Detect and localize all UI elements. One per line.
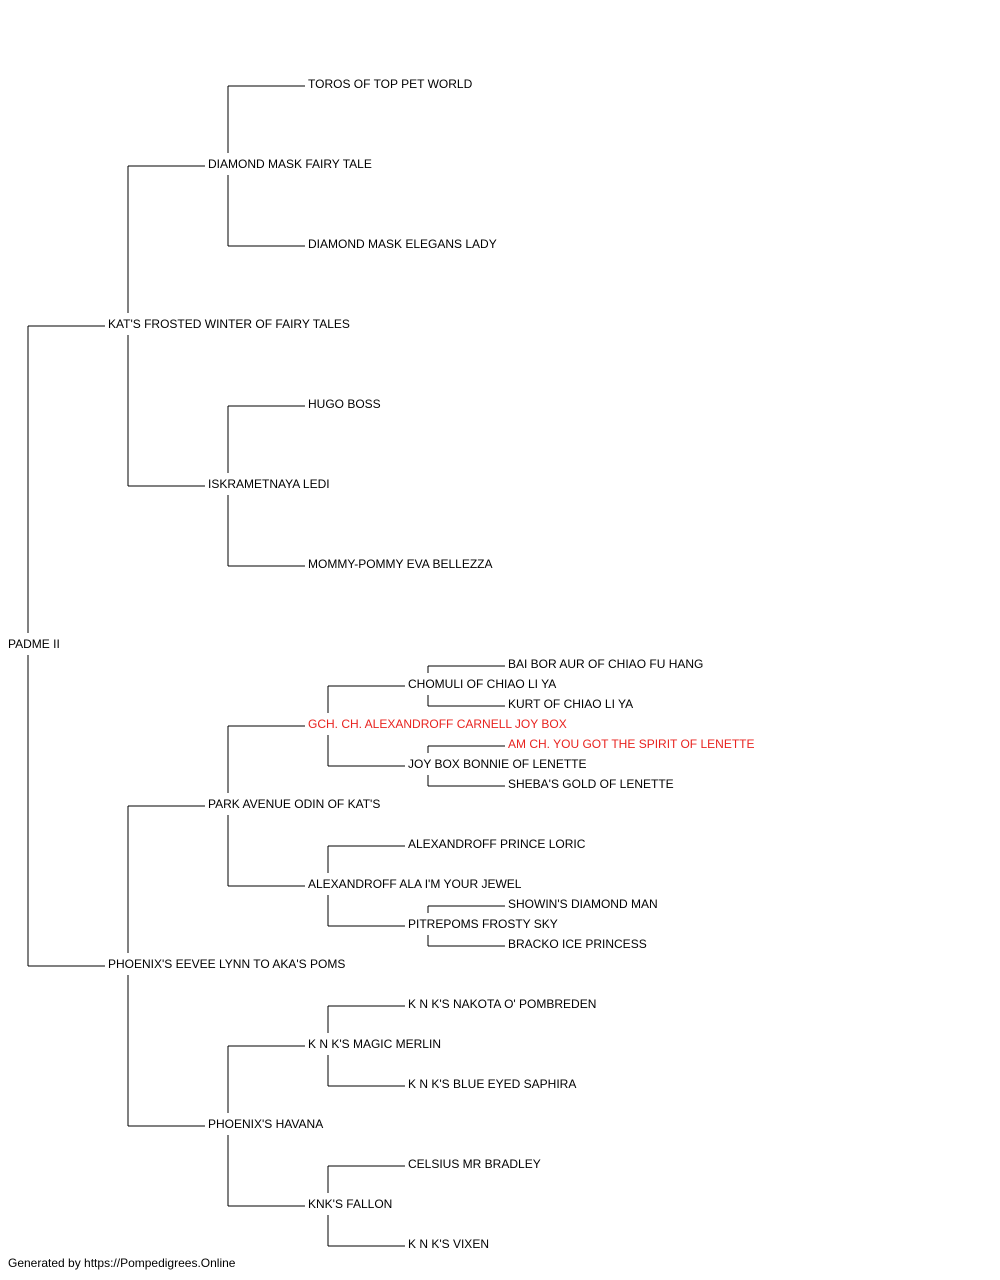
dog-name-gch-ch-alexandroff-carnell-joy-box: GCH. CH. ALEXANDROFF CARNELL JOY BOX [308,717,567,731]
dog-name-diamond-mask-elegans-lady: DIAMOND MASK ELEGANS LADY [308,237,497,251]
dog-name-park-avenue-odin-of-kat-s: PARK AVENUE ODIN OF KAT'S [208,797,380,811]
dog-name-pitrepoms-frosty-sky: PITREPOMS FROSTY SKY [408,917,558,931]
dog-name-padme-ii: PADME II [8,637,60,651]
dog-name-k-n-k-s-vixen: K N K'S VIXEN [408,1237,489,1250]
dog-name-kurt-of-chiao-li-ya: KURT OF CHIAO LI YA [508,697,633,711]
dog-name-phoenix-s-eevee-lynn-to-aka-s-poms: PHOENIX'S EEVEE LYNN TO AKA'S POMS [108,957,345,971]
dog-name-k-n-k-s-blue-eyed-saphira: K N K'S BLUE EYED SAPHIRA [408,1077,576,1091]
dog-name-bai-bor-aur-of-chiao-fu-hang: BAI BOR AUR OF CHIAO FU HANG [508,657,703,671]
dog-name-alexandroff-ala-i-m-your-jewel: ALEXANDROFF ALA I'M YOUR JEWEL [308,877,522,891]
dog-name-k-n-k-s-magic-merlin: K N K'S MAGIC MERLIN [308,1037,441,1051]
dog-name-iskrametnaya-ledi: ISKRAMETNAYA LEDI [208,477,330,491]
dog-name-toros-of-top-pet-world: TOROS OF TOP PET WORLD [308,77,473,91]
dog-name-joy-box-bonnie-of-lenette: JOY BOX BONNIE OF LENETTE [408,757,586,771]
dog-name-k-n-k-s-nakota-o-pombreden: K N K'S NAKOTA O' POMBREDEN [408,997,596,1011]
dog-name-showin-s-diamond-man: SHOWIN'S DIAMOND MAN [508,897,658,911]
dog-name-hugo-boss: HUGO BOSS [308,397,381,411]
footer-credit: Generated by https://Pompedigrees.Online [8,1256,236,1270]
dog-name-bracko-ice-princess: BRACKO ICE PRINCESS [508,937,647,951]
dog-name-alexandroff-prince-loric: ALEXANDROFF PRINCE LORIC [408,837,586,851]
dog-name-kat-s-frosted-winter-of-fairy-tales: KAT'S FROSTED WINTER OF FAIRY TALES [108,317,350,331]
dog-name-knk-s-fallon: KNK'S FALLON [308,1197,392,1211]
dog-name-phoenix-s-havana: PHOENIX'S HAVANA [208,1117,323,1131]
dog-name-am-ch-you-got-the-spirit-of-lenette: AM CH. YOU GOT THE SPIRIT OF LENETTE [508,737,755,751]
dog-name-mommy-pommy-eva-bellezza: MOMMY-POMMY EVA BELLEZZA [308,557,493,571]
dog-name-sheba-s-gold-of-lenette: SHEBA'S GOLD OF LENETTE [508,777,674,791]
dog-name-diamond-mask-fairy-tale: DIAMOND MASK FAIRY TALE [208,157,372,171]
dog-name-celsius-mr-bradley: CELSIUS MR BRADLEY [408,1157,541,1171]
dog-name-chomuli-of-chiao-li-ya: CHOMULI OF CHIAO LI YA [408,677,556,691]
pedigree-tree: PADME II KAT'S FROSTED WINTER OF FAIRY TA… [8,77,755,1250]
